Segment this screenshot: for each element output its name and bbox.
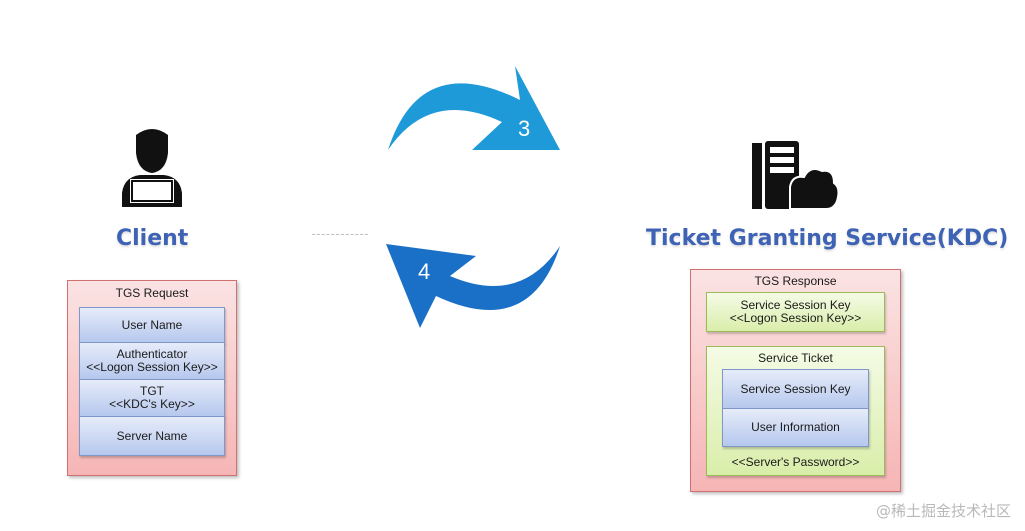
tgs-request-label: TGS Request [115,286,189,300]
row-line1: User Name [121,317,183,332]
row-line1: Service Session Key [740,298,851,312]
client-title: Client [116,226,189,251]
row-line2: <<KDC's Key>> [109,397,195,411]
arrow-4-number: 4 [418,259,431,284]
ticket-row-session-key: Service Session Key [722,369,869,409]
watermark: @稀土掘金技术社区 [875,502,1011,520]
ticket-row-user-info: User Information [722,408,869,447]
request-row-authenticator: Authenticator <<Logon Session Key>> [79,342,225,380]
response-session-key: Service Session Key <<Logon Session Key>… [706,292,885,332]
user-laptop-icon [122,129,182,207]
service-ticket-label: Service Ticket [758,351,833,365]
arrow-3-number: 3 [518,116,531,141]
kdc-title: Ticket Granting Service(KDC) [646,226,1009,251]
server-cloud-icon [752,141,840,210]
request-row-servername: Server Name [79,416,225,456]
row-line1: Server Name [116,428,188,443]
request-row-tgt: TGT <<KDC's Key>> [79,379,225,417]
tgs-response-label: TGS Response [754,274,837,288]
arrow-3-icon [388,66,560,150]
divider-line [312,234,368,235]
row-line1: Authenticator [116,347,188,361]
arrow-4-icon [386,244,560,328]
row-line2: <<Logon Session Key>> [86,360,218,374]
request-row-username: User Name [79,307,225,343]
exchange-arrows [386,66,560,328]
row-line2: <<Logon Session Key>> [729,311,862,325]
row-line1: User Information [751,420,840,434]
row-line1: TGT [140,384,164,398]
service-ticket-footer: <<Server's Password>> [731,455,860,469]
row-line1: Service Session Key [740,381,851,396]
